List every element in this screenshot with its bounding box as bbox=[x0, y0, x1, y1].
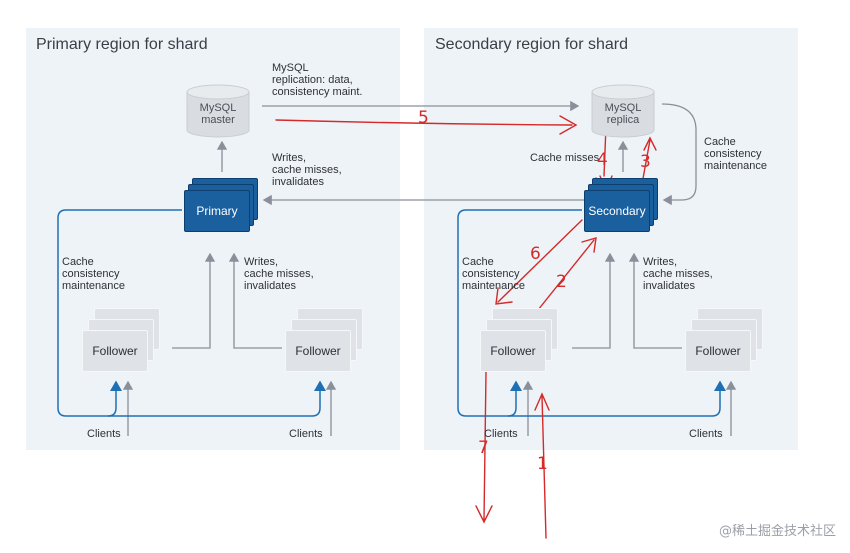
red-arrow-3 bbox=[641, 136, 657, 185]
arrow-secondary-cache-loop-right bbox=[508, 380, 726, 417]
primary-cache-label: Cache consistency maintenance bbox=[62, 256, 125, 292]
secondary-clients-right: Clients bbox=[689, 428, 723, 440]
arrow-follower-right-to-primary bbox=[228, 252, 282, 349]
primary-node: Primary bbox=[184, 178, 258, 234]
secondary-cache-label: Cache consistency maintenance bbox=[462, 256, 525, 292]
annotation-1: 1 bbox=[537, 454, 548, 474]
database-icon bbox=[186, 84, 250, 138]
mysql-replica-label: MySQL replica bbox=[604, 102, 642, 126]
annotation-3: 3 bbox=[640, 152, 651, 172]
annotation-7: 7 bbox=[478, 438, 489, 458]
red-arrow-1 bbox=[534, 392, 550, 539]
arrow-replica-consistency bbox=[661, 103, 697, 206]
secondary-region-title: Secondary region for shard bbox=[435, 36, 628, 53]
primary-writes-label: Writes, cache misses, invalidates bbox=[272, 152, 342, 188]
arrow-primary-cache-loop bbox=[57, 209, 182, 417]
red-arrow-7 bbox=[475, 371, 493, 524]
arrow-follower-to-primary bbox=[172, 252, 216, 349]
arrow-sfollower-to-secondary bbox=[572, 252, 616, 349]
follower-label: Follower bbox=[695, 344, 741, 358]
secondary-right-cache-label: Cache consistency maintenance bbox=[704, 136, 767, 172]
red-arrow-6 bbox=[495, 219, 583, 305]
watermark: @稀土掘金技术社区 bbox=[718, 524, 836, 539]
annotation-4: 4 bbox=[597, 150, 608, 170]
replication-label: MySQL replication: data, consistency mai… bbox=[272, 62, 363, 98]
follower-label: Follower bbox=[92, 344, 138, 358]
red-annotations bbox=[275, 115, 657, 539]
secondary-node: Secondary bbox=[584, 178, 658, 234]
mysql-master-db: MySQL master bbox=[186, 84, 250, 138]
arrow-primary-cache-loop-right bbox=[108, 380, 326, 417]
primary-region-title: Primary region for shard bbox=[36, 36, 208, 53]
annotation-5: 5 bbox=[418, 108, 429, 128]
secondary-clients-left: Clients bbox=[484, 428, 518, 440]
annotation-2: 2 bbox=[556, 272, 567, 292]
secondary-follower-right: Follower bbox=[685, 308, 763, 374]
primary-node-label: Primary bbox=[196, 204, 238, 218]
follower-label: Follower bbox=[490, 344, 536, 358]
red-arrow-2 bbox=[529, 237, 597, 321]
primary-follower-right: Follower bbox=[285, 308, 363, 374]
follower-label: Follower bbox=[295, 344, 341, 358]
cache-misses-label: Cache misses bbox=[530, 152, 600, 164]
mysql-master-label: MySQL master bbox=[199, 102, 237, 126]
red-arrow-5 bbox=[275, 115, 578, 135]
annotation-6: 6 bbox=[530, 244, 541, 264]
secondary-node-label: Secondary bbox=[588, 204, 646, 218]
secondary-follower-left: Follower bbox=[480, 308, 558, 374]
mysql-replica-db: MySQL replica bbox=[591, 84, 655, 138]
primary-follower-left: Follower bbox=[82, 308, 160, 374]
primary-clients-right: Clients bbox=[289, 428, 323, 440]
primary-follower-writes-label: Writes, cache misses, invalidates bbox=[244, 256, 314, 292]
secondary-follower-writes-label: Writes, cache misses, invalidates bbox=[643, 256, 713, 292]
database-icon bbox=[591, 84, 655, 138]
arrow-sfollower-right-to-secondary bbox=[628, 252, 682, 349]
arrow-secondary-cache-loop bbox=[457, 209, 582, 417]
primary-clients-left: Clients bbox=[87, 428, 121, 440]
